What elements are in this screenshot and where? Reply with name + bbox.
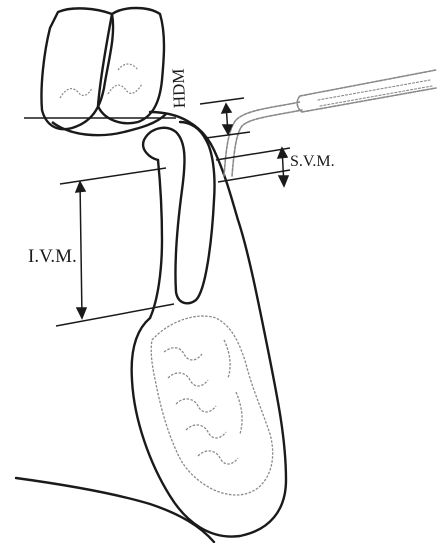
svm-label: S.V.M. bbox=[290, 153, 335, 170]
vestibule-pocket bbox=[143, 122, 214, 303]
bone-trabecular-detail bbox=[151, 316, 272, 495]
inner-mucosa-contour bbox=[150, 160, 162, 318]
hdm-measurement bbox=[200, 98, 250, 138]
svm-measurement bbox=[216, 148, 290, 186]
tissue-profile bbox=[16, 112, 286, 542]
chin-contour bbox=[16, 478, 214, 542]
ivm-label: I.V.M. bbox=[28, 246, 77, 267]
hdm-label: HDM bbox=[169, 68, 189, 108]
upper-teeth bbox=[41, 8, 166, 135]
outer-mucosa-contour bbox=[132, 112, 286, 537]
